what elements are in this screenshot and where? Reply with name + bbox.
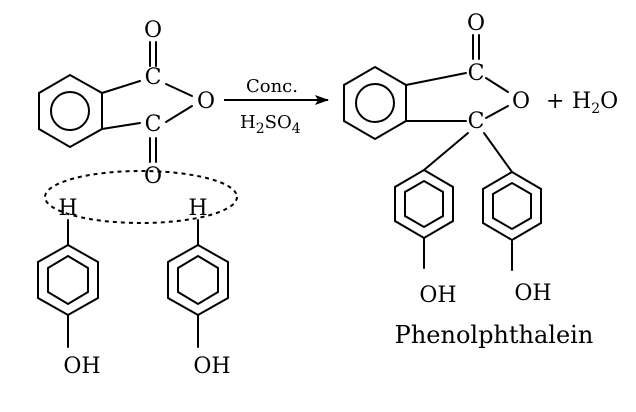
anhydride-top-carbon: C <box>145 65 162 90</box>
bond-ring-to-carbonyl-carbon <box>405 72 467 86</box>
phenol-left-inner-ring <box>47 254 89 306</box>
reagent-sulfuric-acid: H2SO4 <box>240 112 301 137</box>
product-carbonyl-carbon: C <box>468 61 485 86</box>
bond-central-carbon-to-oxygen <box>485 105 509 119</box>
bond-ring-to-top-carbon <box>101 80 141 94</box>
reaction-arrow: Conc. H2SO4 <box>224 76 329 137</box>
anhydride-benzene-ring <box>38 73 103 149</box>
bond-ring-to-bottom-carbon <box>101 122 141 130</box>
anhydride-aromatic-circle <box>50 91 90 131</box>
plus-sign: + <box>546 89 564 114</box>
bond-top-carbon-to-oxygen <box>165 83 193 97</box>
phthalic-anhydride: O C C O O <box>38 18 215 189</box>
water-byproduct: + H2O <box>546 89 618 117</box>
product-name-label: Phenolphthalein <box>395 321 594 349</box>
phenol-right: H OH <box>167 196 231 379</box>
phenol-right-hydrogen: H <box>188 196 207 221</box>
phenolphthalein-structure: O C C O OH OH Phenolphthalein <box>343 11 594 349</box>
hydrogen-highlight-ellipse <box>44 170 238 224</box>
product-ring-oxygen: O <box>512 89 530 114</box>
product-carbonyl-oxygen: O <box>467 11 485 36</box>
phenol-left-hydroxyl: OH <box>63 354 100 379</box>
phenol-right-hydroxyl: OH <box>193 354 230 379</box>
phenol-left: H OH <box>37 196 101 379</box>
product-aromatic-circle <box>355 83 395 123</box>
product-left-phenol-inner-ring <box>404 179 444 229</box>
product-right-phenol-inner-ring <box>492 181 532 231</box>
reagent-conc: Conc. <box>246 76 298 97</box>
product-right-hydroxyl: OH <box>514 281 551 306</box>
anhydride-bottom-carbon: C <box>145 112 162 137</box>
anhydride-top-oxygen: O <box>144 18 162 43</box>
bond-bottom-carbon-to-oxygen <box>165 105 193 123</box>
bond-central-carbon-to-right-phenol <box>483 132 513 173</box>
anhydride-ring-oxygen: O <box>197 89 215 114</box>
bond-central-carbon-to-left-phenol <box>423 132 469 171</box>
bond-carbonyl-carbon-to-oxygen <box>485 77 509 93</box>
phenol-left-hydrogen: H <box>58 196 77 221</box>
product-benzene-ring <box>343 65 407 141</box>
product-central-carbon: C <box>468 109 485 134</box>
product-left-hydroxyl: OH <box>419 283 456 308</box>
water-formula: H2O <box>572 89 618 117</box>
phenol-right-inner-ring <box>177 254 219 306</box>
anhydride-bottom-oxygen: O <box>144 164 162 189</box>
